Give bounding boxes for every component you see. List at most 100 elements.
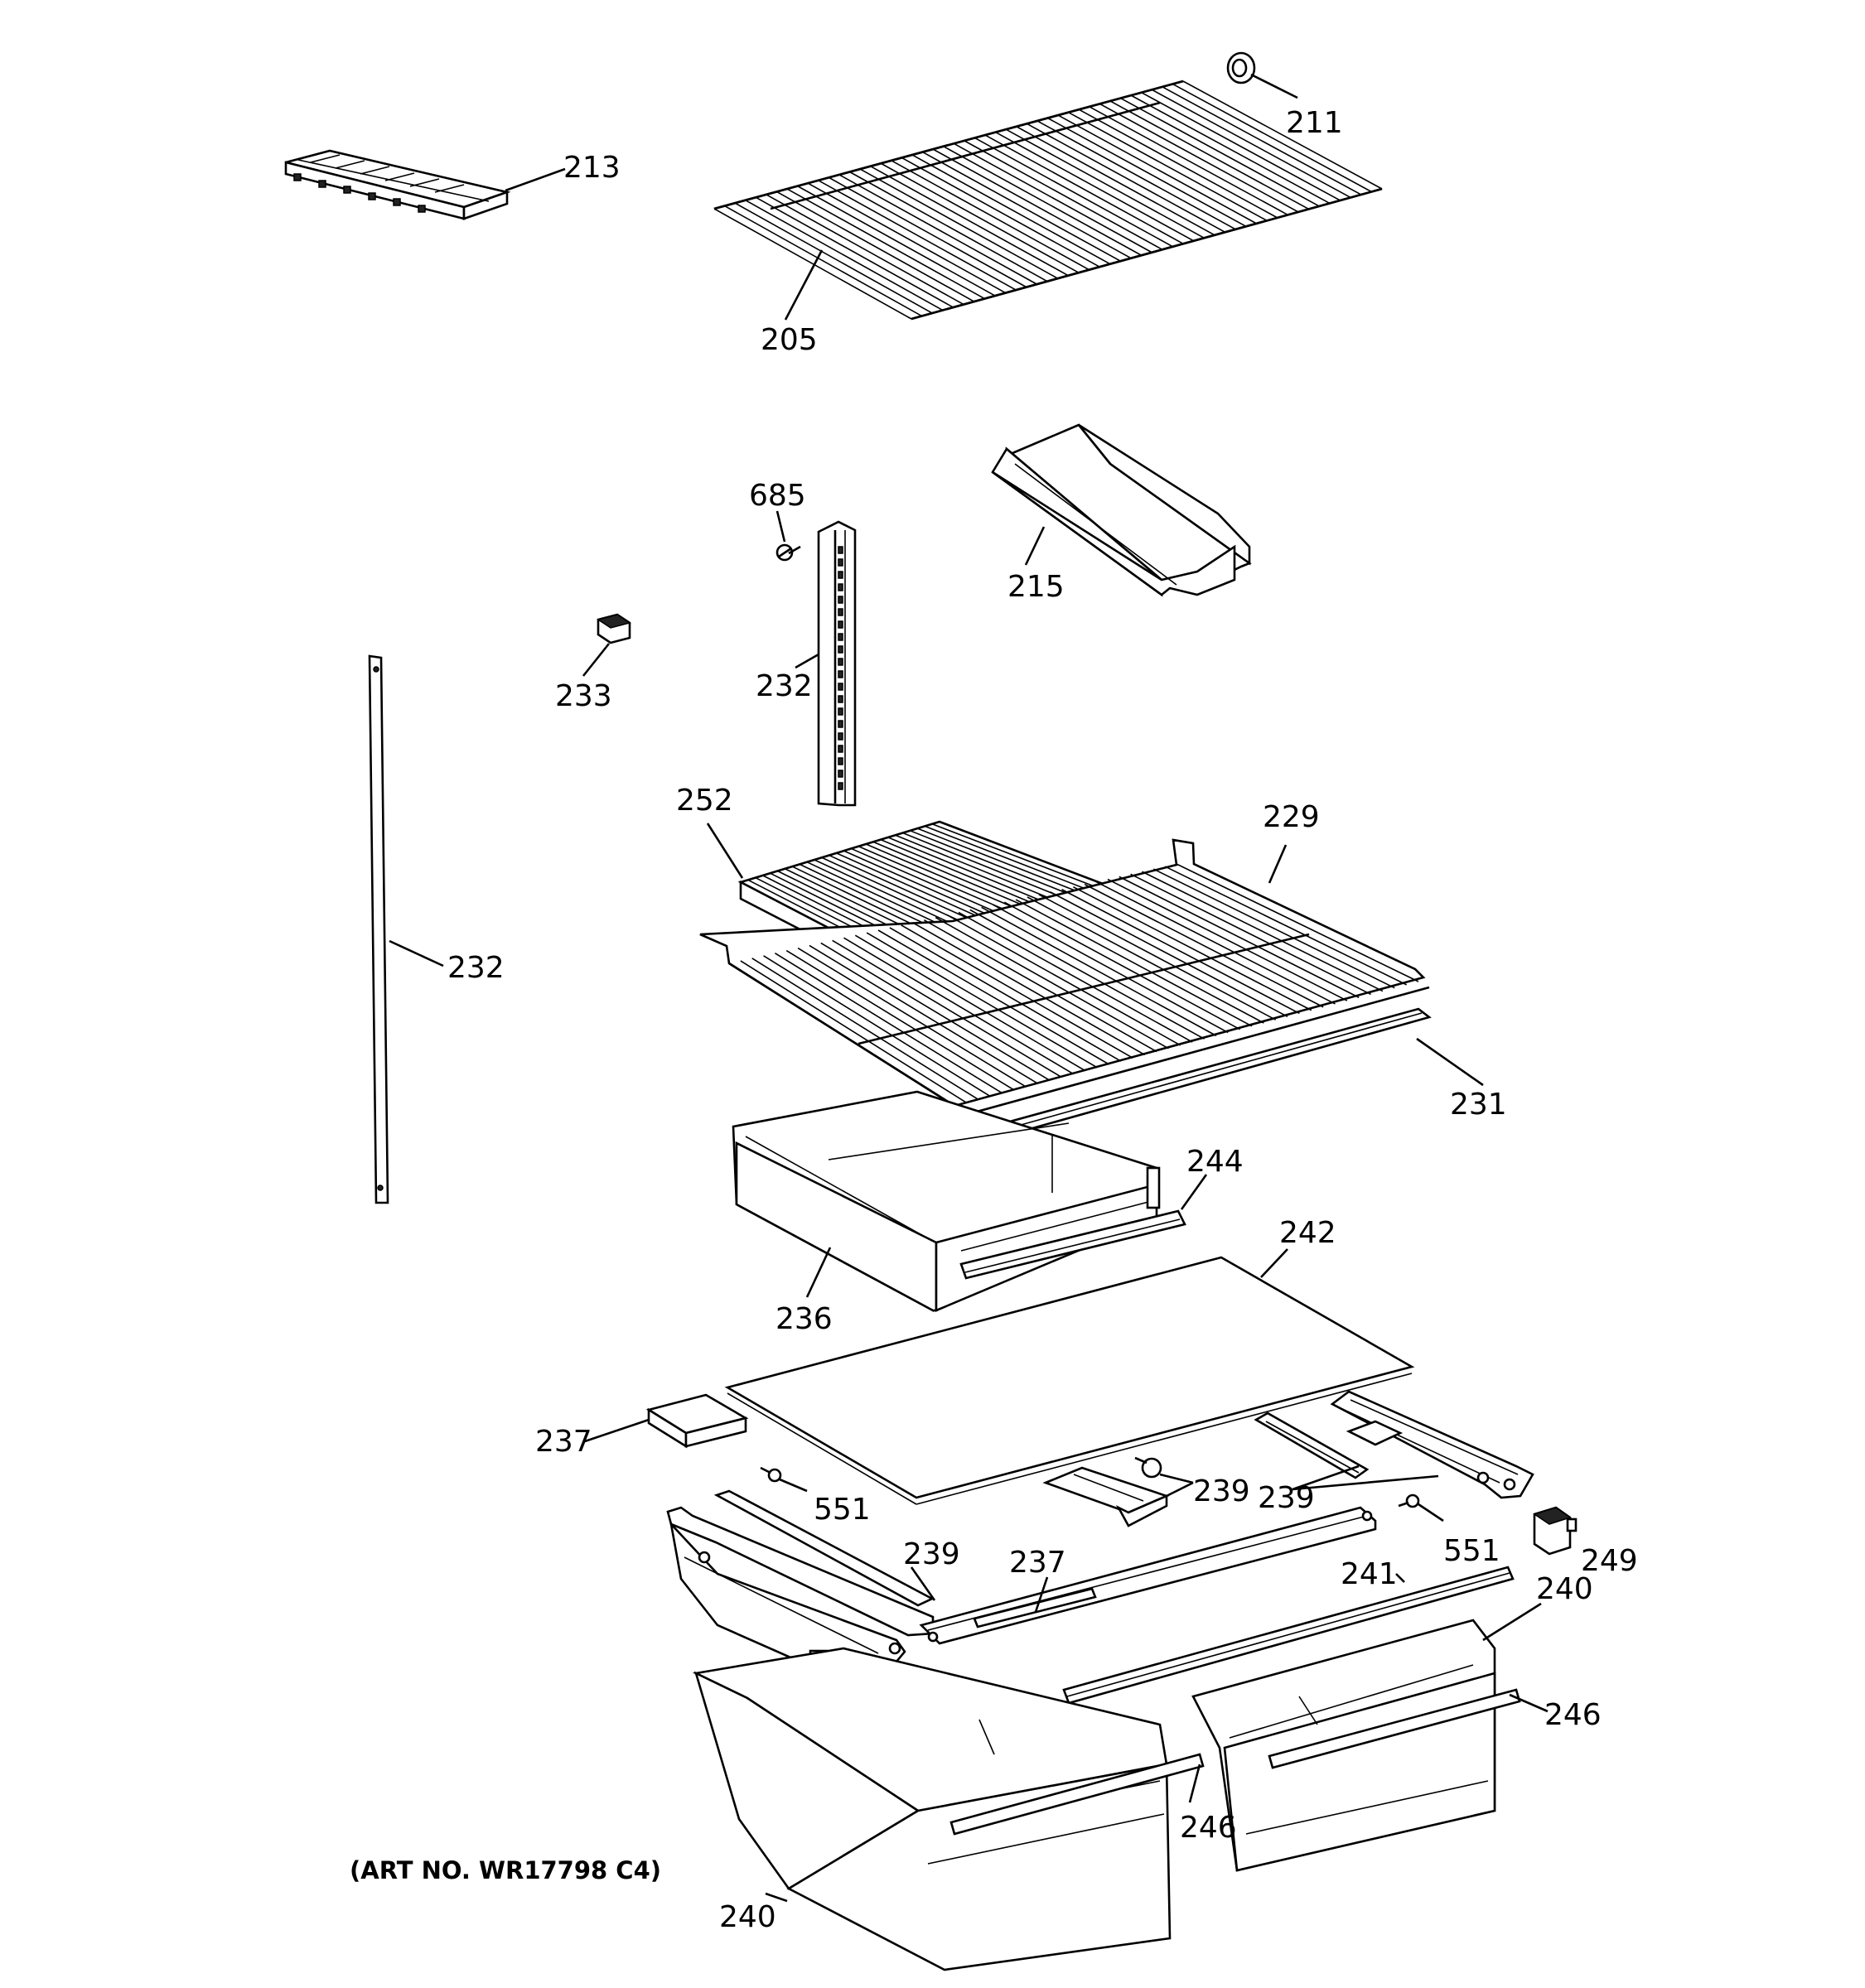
callout-252: 252 xyxy=(676,784,733,818)
callout-213: 213 xyxy=(563,151,621,185)
part-240-pan-left xyxy=(692,1647,1172,1971)
hatch-line xyxy=(1057,114,1257,224)
hatch-line xyxy=(943,146,1143,256)
hatch-line xyxy=(1182,80,1383,190)
hatch-line xyxy=(751,958,979,1100)
hatch-line xyxy=(785,949,1015,1091)
hatch-line xyxy=(1038,894,1277,1021)
hatch-line xyxy=(859,168,1059,279)
support-slot xyxy=(838,596,843,604)
hatch-line xyxy=(1095,881,1336,1005)
callout-239-right: 239 xyxy=(1258,1481,1315,1515)
hatch-line xyxy=(766,194,964,306)
support-slot xyxy=(838,695,843,703)
support-slot xyxy=(838,571,843,579)
callout-231: 231 xyxy=(1450,1088,1507,1122)
hatch-line xyxy=(1061,889,1300,1015)
hatch-line xyxy=(1152,868,1395,989)
hatch-line xyxy=(880,162,1080,273)
support-slot xyxy=(838,782,843,790)
callout-236: 236 xyxy=(775,1302,833,1336)
support-slot xyxy=(838,745,843,753)
callout-232-upper: 232 xyxy=(756,669,813,703)
hatch-line xyxy=(820,942,1051,1081)
hatch-line xyxy=(755,196,954,308)
callout-551-left: 551 xyxy=(814,1493,871,1527)
hatch-line xyxy=(1119,876,1360,998)
support-slot xyxy=(838,707,843,716)
hatch-line xyxy=(832,939,1062,1078)
part-239-center-bracket xyxy=(1042,1456,1170,1527)
hatch-line xyxy=(734,202,933,314)
support-slot xyxy=(838,683,843,691)
callout-239-left: 239 xyxy=(903,1537,960,1571)
hatch-line xyxy=(1107,878,1348,1001)
hatch-line xyxy=(995,131,1195,242)
callout-239-center: 239 xyxy=(1193,1474,1250,1508)
hatch-line xyxy=(901,157,1100,268)
part-244-crisper-handle xyxy=(959,1209,1186,1280)
hatch-line xyxy=(1164,866,1407,986)
callout-232-long: 232 xyxy=(447,951,505,985)
hatch-line xyxy=(993,904,1229,1034)
callout-215: 215 xyxy=(1007,570,1065,604)
hatch-line xyxy=(981,906,1217,1037)
hatch-line xyxy=(870,165,1069,277)
part-246-handle-left xyxy=(949,1753,1205,1836)
support-slot xyxy=(838,558,843,567)
part-237-rail-long xyxy=(919,1506,1377,1645)
callout-211: 211 xyxy=(1286,106,1343,140)
hatch-line xyxy=(745,200,944,311)
callout-205: 205 xyxy=(761,323,818,357)
callout-233: 233 xyxy=(555,679,612,713)
hatch-line xyxy=(969,909,1205,1040)
part-213-ice-tray xyxy=(284,149,511,220)
part-239-left-slide xyxy=(666,1489,935,1683)
part-233-clip xyxy=(597,613,631,644)
hatch-line xyxy=(1016,126,1215,236)
hatch-line xyxy=(1109,100,1310,210)
hatch-line xyxy=(932,148,1132,259)
hatch-line xyxy=(854,934,1086,1072)
hatch-line xyxy=(838,174,1037,285)
leader-lines xyxy=(389,73,1549,1903)
hatch-line xyxy=(1162,86,1362,195)
hatch-line xyxy=(911,154,1111,265)
callout-242: 242 xyxy=(1279,1216,1336,1250)
callout-240-left: 240 xyxy=(719,1900,776,1934)
hatch-line xyxy=(728,963,955,1107)
hatch-line xyxy=(1130,873,1371,996)
part-215-door-bin xyxy=(991,423,1252,597)
hatch-line xyxy=(809,944,1038,1084)
support-slot xyxy=(838,633,843,641)
hatch-line xyxy=(1130,94,1331,205)
hatch-line xyxy=(724,205,923,317)
part-242-glass-shelf xyxy=(724,1256,1415,1505)
part-685-screw xyxy=(775,543,801,562)
hatch-line xyxy=(958,911,1193,1043)
hatch-line xyxy=(807,182,1006,294)
part-205-wire-shelf xyxy=(713,80,1383,321)
hatch-line xyxy=(1172,83,1372,193)
hatch-line xyxy=(1026,123,1226,234)
callout-249: 249 xyxy=(1581,1544,1638,1578)
callout-241: 241 xyxy=(1341,1557,1398,1591)
hatch-line xyxy=(713,208,912,320)
hatch-line xyxy=(786,188,985,300)
support-slot xyxy=(838,546,843,554)
hatch-line xyxy=(946,914,1181,1046)
hatch-line xyxy=(1099,103,1299,213)
support-slot xyxy=(838,608,843,616)
hatch-line xyxy=(1176,863,1419,982)
hatch-line xyxy=(922,151,1121,262)
hatch-line xyxy=(953,142,1152,253)
part-229-shelf-frame xyxy=(699,838,1430,1120)
support-slot xyxy=(838,720,843,728)
hatch-line xyxy=(1073,885,1312,1011)
hatch-line xyxy=(1005,128,1205,239)
hatch-line xyxy=(877,929,1110,1065)
part-239-right-bracket xyxy=(1330,1390,1534,1499)
callout-551-right: 551 xyxy=(1443,1534,1500,1568)
hatch-line xyxy=(1047,117,1247,228)
